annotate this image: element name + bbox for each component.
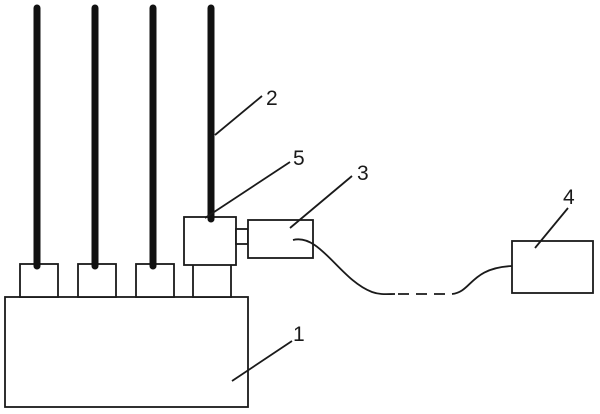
- cable-left: [292, 238, 396, 296]
- label-5: 5: [293, 147, 305, 170]
- leader-5: [204, 161, 291, 219]
- leader-3: [289, 175, 353, 229]
- socket-1: [19, 263, 59, 298]
- label-3: 3: [357, 162, 369, 185]
- leader-1: [231, 340, 293, 382]
- leader-2: [214, 95, 263, 136]
- socket-2: [77, 263, 117, 298]
- base-block: [4, 296, 249, 408]
- connector-box: [183, 216, 237, 266]
- label-4: 4: [563, 186, 575, 209]
- socket-4: [192, 263, 232, 298]
- socket-3: [135, 263, 175, 298]
- label-1: 1: [293, 323, 305, 346]
- cable-right: [451, 265, 513, 295]
- coupling: [235, 228, 249, 245]
- label-2: 2: [266, 87, 278, 110]
- leader-4: [534, 207, 569, 249]
- device-box: [511, 240, 594, 294]
